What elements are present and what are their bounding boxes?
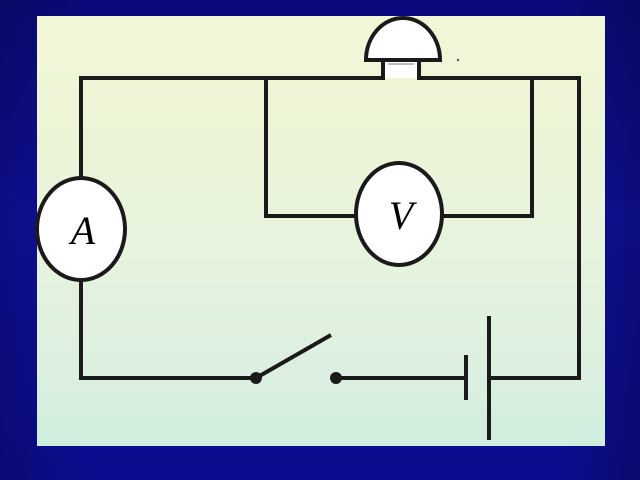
speck <box>456 58 460 62</box>
battery-icon <box>464 316 491 440</box>
wire-voltmeter-branch-right <box>440 76 534 218</box>
voltmeter-icon: V <box>354 161 444 267</box>
diagram-panel <box>37 16 605 446</box>
wire-voltmeter-branch-left <box>264 76 358 218</box>
lamp-icon <box>363 16 443 78</box>
ammeter-label: A <box>68 208 96 253</box>
switch-icon <box>250 333 342 384</box>
voltmeter-label: V <box>389 193 418 238</box>
ammeter-icon: A <box>35 176 127 282</box>
